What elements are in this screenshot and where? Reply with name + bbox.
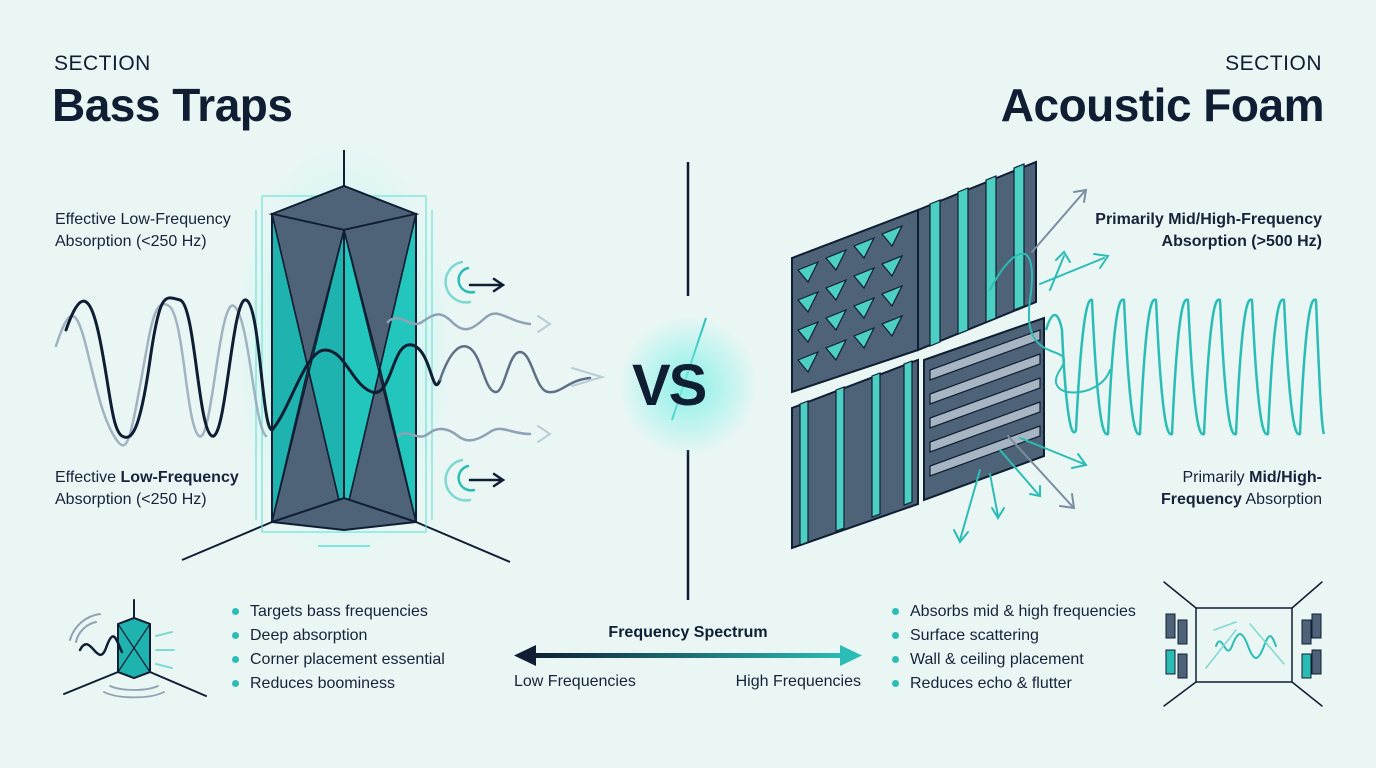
bass-trap-illustration: [181, 140, 511, 563]
right-caption-bottom: Primarily Mid/High- Frequency Absorption: [1161, 467, 1322, 511]
right-caption-bottom-plain1: Primarily: [1182, 469, 1250, 486]
right-caption-top-line2: Absorption (>500 Hz): [1161, 233, 1322, 250]
bass-wave: [54, 296, 606, 447]
list-item: Corner placement essential: [230, 648, 445, 672]
room-reflection-icon: [1163, 581, 1323, 707]
list-item: Targets bass frequencies: [230, 600, 445, 624]
list-item: Reduces echo & flutter: [890, 672, 1136, 696]
right-caption-top: Primarily Mid/High-Frequency Absorption …: [1095, 209, 1322, 253]
left-caption-top: Effective Low-Frequency Absorption (<250…: [55, 209, 231, 253]
acoustic-foam-features: Absorbs mid & high frequencies Surface s…: [890, 600, 1136, 696]
right-caption-bottom-plain2: Absorption: [1241, 491, 1323, 508]
list-item: Deep absorption: [230, 624, 445, 648]
vs-glow: [618, 316, 758, 456]
right-caption-bottom-bold2: Frequency: [1161, 491, 1242, 508]
left-section-eyebrow: SECTION: [54, 52, 151, 75]
left-caption-bottom-line2: Absorption (<250 Hz): [55, 491, 207, 508]
right-section-title: Acoustic Foam: [1000, 79, 1325, 131]
corner-trap-icon: [63, 599, 207, 699]
left-caption-bottom: Effective Low-Frequency Absorption (<250…: [55, 467, 239, 511]
frequency-spectrum-arrow: [514, 645, 862, 666]
left-caption-bottom-bold: Low-Frequency: [120, 469, 239, 486]
list-item: Surface scattering: [890, 624, 1136, 648]
list-item: Wall & ceiling placement: [890, 648, 1136, 672]
vs-label: VS: [632, 353, 707, 418]
right-caption-top-line1: Primarily Mid/High-Frequency: [1095, 211, 1322, 228]
high-frequencies-label: High Frequencies: [735, 673, 861, 690]
left-section-title: Bass Traps: [52, 79, 293, 131]
bass-trap-features: Targets bass frequencies Deep absorption…: [230, 600, 445, 696]
list-item: Reduces boominess: [230, 672, 445, 696]
left-caption-bottom-plain: Effective: [55, 469, 121, 486]
high-frequency-wave: [1044, 298, 1326, 436]
right-section-eyebrow: SECTION: [1225, 52, 1322, 75]
spiral-arrow-icon: [444, 260, 506, 502]
right-caption-bottom-bold1: Mid/High-: [1249, 469, 1322, 486]
left-caption-top-line2: Absorption (<250 Hz): [55, 233, 207, 250]
frequency-spectrum-title: Frequency Spectrum: [608, 624, 768, 641]
low-frequencies-label: Low Frequencies: [514, 673, 636, 690]
left-caption-top-line1: Effective Low-Frequency: [55, 211, 231, 228]
scatter-arrows: [953, 188, 1111, 544]
list-item: Absorbs mid & high frequencies: [890, 600, 1136, 624]
acoustic-foam-illustration: [791, 160, 1045, 550]
